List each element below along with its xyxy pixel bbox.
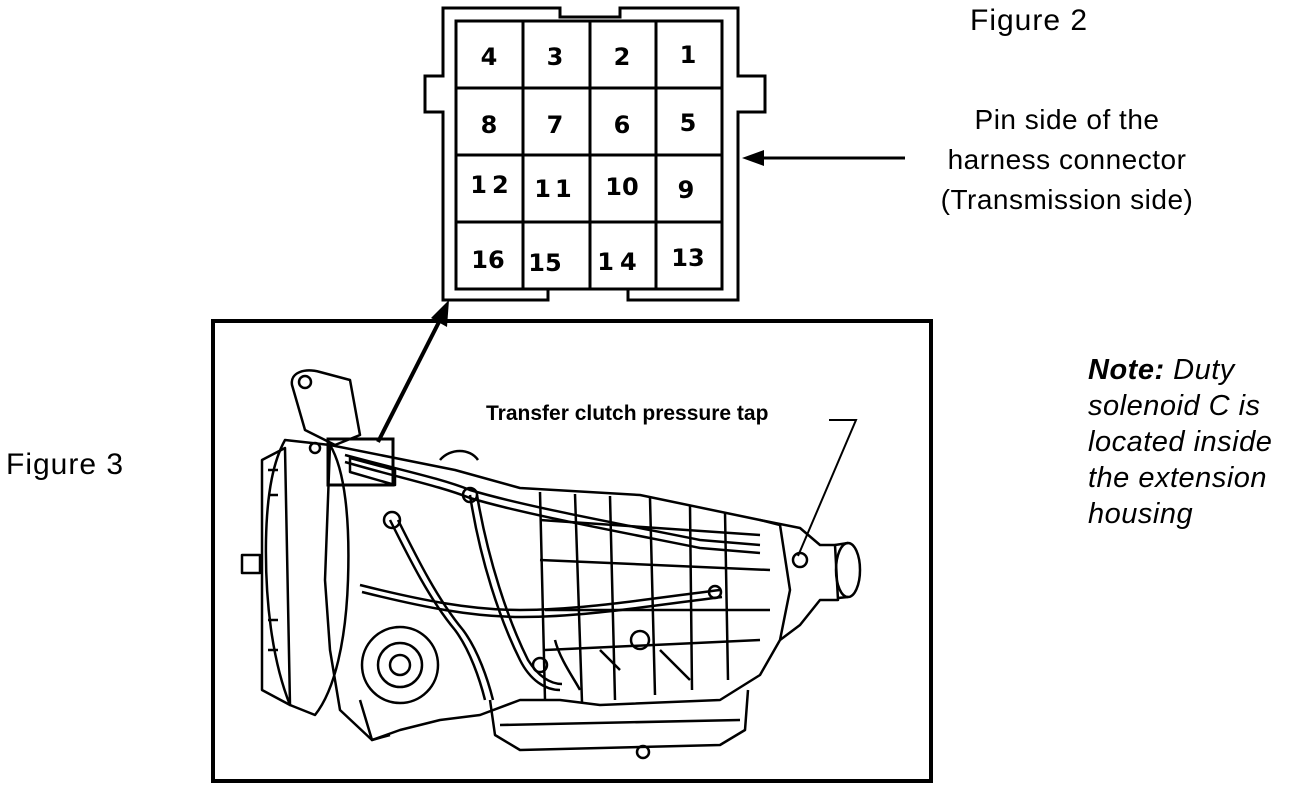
pin-label: 4 xyxy=(480,43,498,71)
pressure-tap-leader xyxy=(797,419,858,557)
pin-label: 10 xyxy=(605,173,639,201)
note-line: located inside xyxy=(1088,426,1273,458)
note-block: Note: Duty solenoid C is located inside … xyxy=(1088,352,1308,532)
pin-side-arrow xyxy=(742,150,905,166)
note-label: Note: xyxy=(1088,354,1165,386)
transmission-illustration xyxy=(240,369,862,760)
pin-label: 12 xyxy=(470,171,514,199)
note-line: Duty xyxy=(1173,354,1235,386)
pin-label: 14 xyxy=(597,248,643,276)
figure2-caption: Pin side of the harness connector (Trans… xyxy=(912,100,1222,220)
connector-location-box xyxy=(326,437,395,487)
pin-label: 8 xyxy=(480,111,498,139)
connector-housing xyxy=(423,6,767,302)
figure2-label: Figure 2 xyxy=(970,4,1089,37)
pin-label: 3 xyxy=(546,43,564,71)
note-line: the extension xyxy=(1088,462,1268,494)
pin-label: 11 xyxy=(534,175,576,203)
pin-label: 16 xyxy=(471,246,505,274)
figure3-label: Figure 3 xyxy=(6,448,125,481)
caption-line: harness connector xyxy=(947,144,1187,175)
pin-label: 6 xyxy=(613,111,631,139)
pin-label: 9 xyxy=(677,176,695,204)
pin-label: 13 xyxy=(671,244,705,272)
pressure-tap-callout: Transfer clutch pressure tap xyxy=(486,402,769,425)
connector-pin-grid xyxy=(454,19,724,291)
caption-line: Pin side of the xyxy=(974,104,1160,135)
connector-leader-arrow xyxy=(376,300,449,443)
figure3-frame xyxy=(211,319,933,783)
pin-label: 15 xyxy=(528,249,562,277)
note-line: housing xyxy=(1088,498,1194,530)
note-line: solenoid C is xyxy=(1088,390,1261,422)
pin-label: 5 xyxy=(679,109,697,137)
pin-label: 7 xyxy=(546,111,564,139)
caption-line: (Transmission side) xyxy=(940,184,1194,215)
pin-label: 1 xyxy=(679,41,697,69)
pin-label: 2 xyxy=(613,43,631,71)
